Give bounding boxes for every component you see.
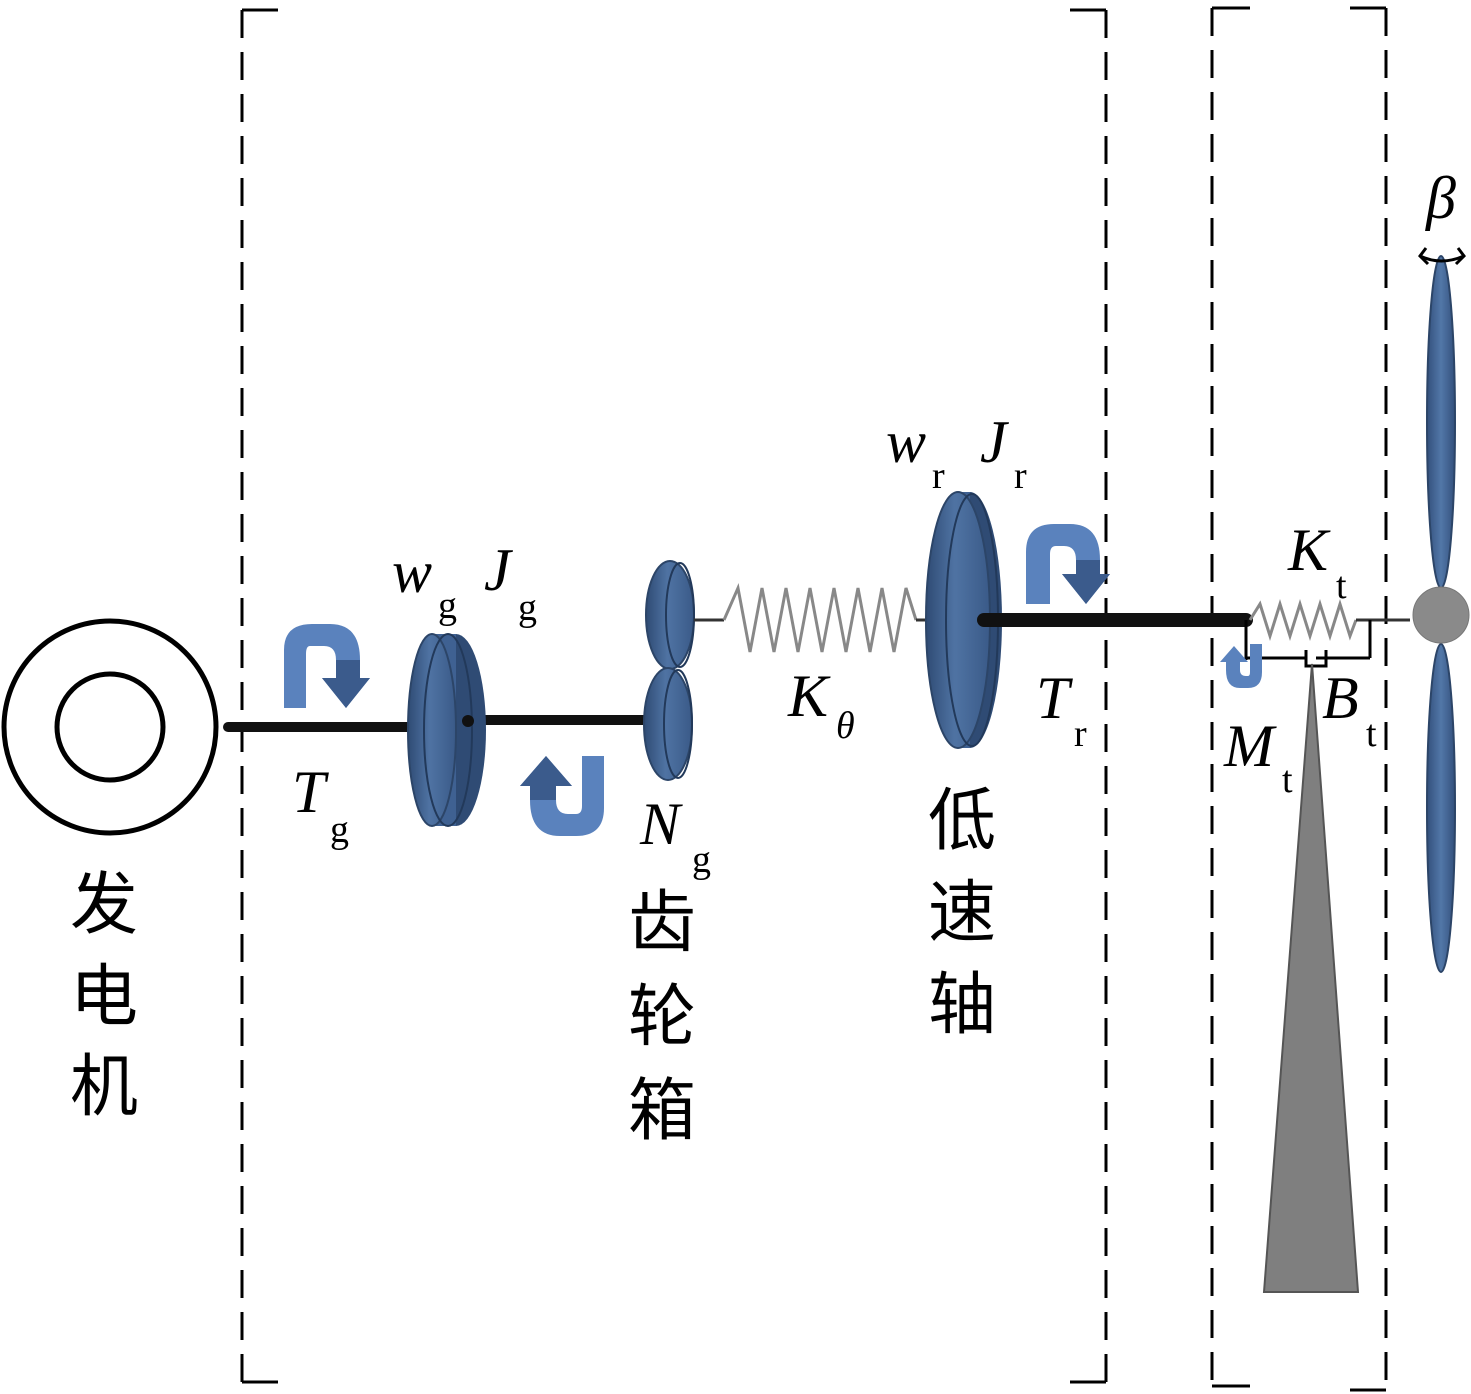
svg-text:β: β bbox=[1425, 165, 1456, 231]
svg-text:轮: 轮 bbox=[628, 978, 696, 1057]
low-speed-shaft-label: 低 速 轴 bbox=[928, 782, 996, 1045]
svg-text:t: t bbox=[1336, 565, 1347, 607]
gear-icon bbox=[643, 560, 695, 781]
svg-text:K: K bbox=[787, 663, 831, 729]
svg-text:θ: θ bbox=[836, 705, 855, 747]
svg-text:w: w bbox=[886, 409, 926, 475]
svg-text:M: M bbox=[1223, 713, 1277, 779]
svg-text:发: 发 bbox=[70, 866, 138, 945]
svg-text:r: r bbox=[932, 455, 945, 497]
label-Ktheta: K θ bbox=[787, 663, 855, 747]
svg-text:t: t bbox=[1366, 713, 1377, 755]
label-Tr: T r bbox=[1036, 665, 1087, 755]
svg-text:低: 低 bbox=[928, 782, 996, 861]
svg-text:机: 机 bbox=[70, 1048, 138, 1127]
svg-text:g: g bbox=[438, 585, 457, 627]
rotation-arrow-icon bbox=[520, 756, 604, 836]
label-beta: β bbox=[1425, 165, 1456, 231]
svg-text:g: g bbox=[330, 809, 349, 851]
rotation-arrow-icon bbox=[1026, 524, 1110, 604]
damper-icon bbox=[1244, 620, 1372, 668]
blade-icon bbox=[1426, 255, 1456, 973]
svg-text:T: T bbox=[292, 759, 329, 825]
rotation-arrow-icon bbox=[284, 624, 370, 708]
generator-icon bbox=[1, 618, 219, 836]
svg-text:J: J bbox=[980, 409, 1009, 475]
svg-text:r: r bbox=[1074, 713, 1087, 755]
svg-text:箱: 箱 bbox=[628, 1072, 696, 1151]
generator-disk-icon bbox=[407, 633, 486, 827]
tower-frame bbox=[1210, 6, 1388, 1392]
label-Ng: N g bbox=[639, 791, 711, 881]
gearbox-label: 齿 轮 箱 bbox=[628, 884, 696, 1151]
svg-text:B: B bbox=[1322, 665, 1359, 731]
drivetrain-frame bbox=[240, 8, 1108, 1384]
svg-text:轴: 轴 bbox=[928, 966, 996, 1045]
svg-text:r: r bbox=[1014, 455, 1027, 497]
svg-text:g: g bbox=[692, 839, 711, 881]
spring-icon bbox=[694, 582, 934, 653]
label-Jg: J g bbox=[484, 537, 537, 629]
svg-text:J: J bbox=[484, 537, 513, 603]
label-wg: w g bbox=[392, 539, 457, 627]
rotation-arrow-icon bbox=[1220, 644, 1262, 688]
label-Kt: K t bbox=[1287, 517, 1347, 607]
svg-text:g: g bbox=[518, 587, 537, 629]
svg-text:N: N bbox=[639, 791, 683, 857]
label-wr: w r bbox=[886, 409, 945, 497]
tower-icon bbox=[1262, 663, 1360, 1293]
svg-text:齿: 齿 bbox=[628, 884, 696, 963]
label-Tg: T g bbox=[292, 759, 349, 851]
high-speed-shaft bbox=[223, 715, 655, 732]
svg-text:T: T bbox=[1036, 665, 1073, 731]
label-Bt: B t bbox=[1322, 665, 1377, 755]
svg-text:速: 速 bbox=[928, 874, 996, 953]
svg-text:w: w bbox=[392, 539, 432, 605]
tower-spring-icon bbox=[1248, 598, 1410, 642]
label-Mt: M t bbox=[1223, 713, 1293, 801]
generator-label: 发 电 机 bbox=[70, 866, 138, 1127]
svg-text:K: K bbox=[1287, 517, 1331, 583]
svg-text:电: 电 bbox=[70, 958, 138, 1037]
pitch-arc-icon bbox=[1418, 247, 1466, 266]
label-Jr: J r bbox=[980, 409, 1027, 497]
rotor-disk-icon bbox=[925, 491, 1002, 749]
hub-icon bbox=[1412, 586, 1470, 644]
svg-text:t: t bbox=[1282, 759, 1293, 801]
